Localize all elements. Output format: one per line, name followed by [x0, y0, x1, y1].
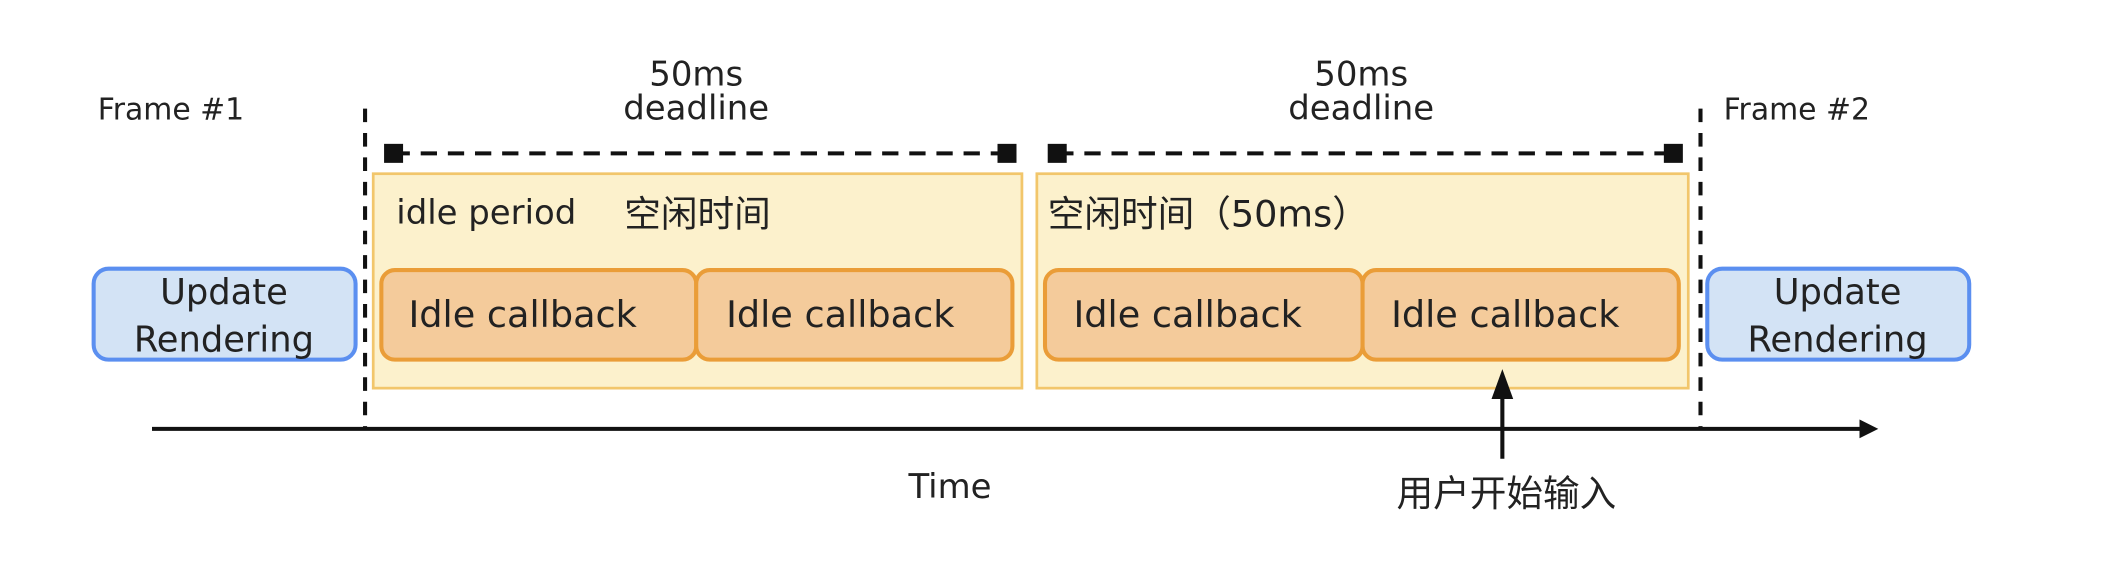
update-rendering-2-line2: Rendering: [1748, 320, 1928, 361]
idle-callback-2-box: [694, 268, 1015, 362]
deadline-2-span: [1047, 143, 1683, 163]
deadline-2-word: deadline: [1288, 88, 1434, 127]
deadline-1-start-marker: [384, 143, 404, 163]
idle-callback-4-label: Idle callback: [1391, 293, 1620, 336]
deadline-2-start-marker: [1047, 143, 1067, 163]
user-input-label: 用户开始输入: [1397, 472, 1617, 515]
update-rendering-1: Update Rendering: [91, 266, 358, 362]
deadline-2-end-marker: [1663, 143, 1683, 163]
update-rendering-1-line2: Rendering: [134, 320, 314, 361]
user-input-marker: 用户开始输入: [1397, 369, 1617, 515]
deadline-1-word: deadline: [623, 88, 769, 127]
deadline-2-duration: 50ms: [1314, 55, 1408, 94]
idle-period-1: idle period 空闲时间 Idle callback Idle call…: [371, 172, 1024, 390]
deadline-1-end-marker: [997, 143, 1017, 163]
deadline-1-label: 50ms deadline: [623, 55, 769, 128]
update-rendering-1-line1: Update: [160, 272, 288, 313]
update-rendering-1-box: [91, 266, 358, 362]
idle-callback-2-label: Idle callback: [726, 293, 955, 336]
update-rendering-2: Update Rendering: [1705, 266, 1972, 362]
idle-period-1-label-cn: 空闲时间: [624, 193, 771, 236]
deadline-1-span: [384, 143, 1017, 163]
frame-1-label: Frame #1: [98, 92, 244, 127]
frame-2-label: Frame #2: [1724, 92, 1870, 127]
idle-callback-1-label: Idle callback: [408, 293, 637, 336]
user-input-arrow-head: [1491, 369, 1514, 399]
update-rendering-2-box: [1705, 266, 1972, 362]
update-rendering-2-line1: Update: [1774, 272, 1902, 313]
time-axis-label: Time: [908, 467, 992, 506]
idle-callback-3-label: Idle callback: [1074, 293, 1303, 336]
deadline-2-label: 50ms deadline: [1288, 55, 1434, 128]
idle-period-2-label: 空闲时间（50ms）: [1048, 193, 1369, 236]
idle-period-2: 空闲时间（50ms） Idle callback Idle callback: [1035, 172, 1690, 390]
idle-callback-4-box: [1360, 268, 1681, 362]
idle-period-1-label: idle period: [396, 193, 576, 232]
deadline-1-duration: 50ms: [649, 55, 743, 94]
